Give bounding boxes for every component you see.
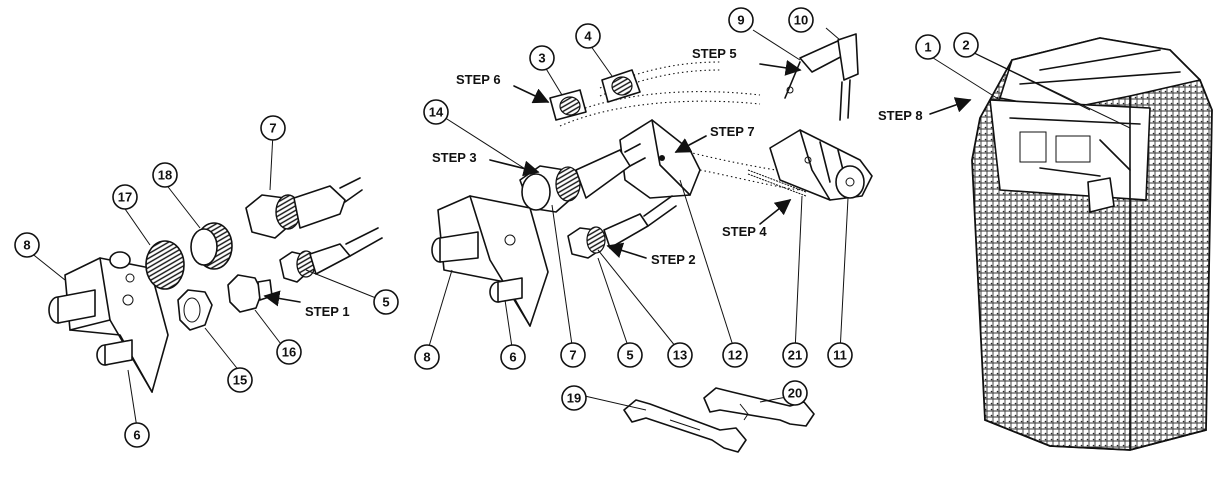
part-16-plug — [227, 274, 273, 313]
svg-text:6: 6 — [133, 428, 140, 443]
step-1-label: STEP 1 — [305, 304, 350, 319]
callouts: 8 17 18 7 5 15 16 6 3 4 14 9 10 8 6 7 5 … — [14, 7, 979, 448]
valve-bracket-center — [431, 195, 549, 327]
part-15-nut — [177, 289, 213, 331]
svg-text:10: 10 — [794, 13, 808, 28]
svg-text:18: 18 — [158, 168, 172, 183]
callout-20: 20 — [782, 380, 808, 406]
step-4-arrow — [759, 199, 792, 225]
svg-text:9: 9 — [737, 13, 744, 28]
step-4-label: STEP 4 — [722, 224, 767, 239]
part-14-fitting — [519, 143, 646, 213]
part-11-filter-drier — [769, 129, 873, 201]
callout-2: 2 — [953, 32, 979, 58]
callout-9: 9 — [728, 7, 754, 33]
step-arrows — [263, 59, 972, 307]
outdoor-unit — [971, 37, 1213, 451]
step-7-arrow — [674, 135, 707, 153]
valve-bracket-left — [48, 251, 169, 393]
callout-18: 18 — [152, 162, 178, 188]
part-5-fitting-left — [279, 227, 383, 283]
step-3-label: STEP 3 — [432, 150, 477, 165]
part-4-coupler — [601, 69, 641, 103]
callout-5-left: 5 — [373, 289, 399, 315]
step-1-arrow — [263, 290, 301, 307]
part-12-manifold — [619, 119, 701, 199]
svg-text:13: 13 — [673, 348, 687, 363]
callout-1: 1 — [915, 34, 941, 60]
svg-text:5: 5 — [626, 348, 633, 363]
callout-13: 13 — [667, 342, 693, 368]
svg-text:8: 8 — [423, 350, 430, 365]
step-labels: STEP 1 STEP 2 STEP 3 STEP 4 STEP 5 STEP … — [305, 46, 923, 319]
callout-21: 21 — [782, 342, 808, 368]
svg-text:8: 8 — [23, 238, 30, 253]
svg-text:21: 21 — [788, 348, 802, 363]
callout-5-center: 5 — [617, 342, 643, 368]
callout-6-center: 6 — [500, 344, 526, 370]
svg-text:12: 12 — [728, 348, 742, 363]
callout-8-left: 8 — [14, 232, 40, 258]
callout-4: 4 — [575, 23, 601, 49]
svg-text:7: 7 — [269, 121, 276, 136]
svg-text:16: 16 — [282, 345, 296, 360]
part-19-wrench — [623, 399, 747, 453]
step-7-label: STEP 7 — [710, 124, 755, 139]
callout-11: 11 — [827, 342, 853, 368]
svg-text:1: 1 — [924, 40, 931, 55]
svg-text:6: 6 — [509, 350, 516, 365]
svg-text:19: 19 — [567, 391, 581, 406]
step-8-label: STEP 8 — [878, 108, 923, 123]
svg-text:4: 4 — [584, 29, 592, 44]
step-3-arrow — [489, 159, 540, 177]
callout-16: 16 — [276, 339, 302, 365]
step-6-arrow — [513, 85, 550, 104]
part-20-wrench — [703, 387, 815, 427]
part-9-10-probe — [784, 33, 859, 121]
svg-text:11: 11 — [833, 348, 847, 363]
svg-text:5: 5 — [382, 295, 389, 310]
part-21-wire — [747, 169, 807, 197]
step-8-arrow — [929, 97, 972, 115]
callout-10: 10 — [788, 7, 814, 33]
svg-text:2: 2 — [962, 38, 969, 53]
step-2-arrow — [606, 242, 647, 259]
callout-3: 3 — [529, 45, 555, 71]
step-2-label: STEP 2 — [651, 252, 696, 267]
callout-7-center: 7 — [560, 342, 586, 368]
svg-text:17: 17 — [118, 190, 132, 205]
part-18-sleeve — [190, 222, 233, 270]
callout-6-left: 6 — [124, 422, 150, 448]
left-assembly — [48, 177, 383, 393]
svg-text:14: 14 — [429, 105, 444, 120]
callout-7-left: 7 — [260, 115, 286, 141]
center-assembly — [431, 33, 873, 453]
callout-15: 15 — [227, 367, 253, 393]
svg-text:20: 20 — [788, 386, 802, 401]
part-13-fitting — [567, 195, 677, 259]
svg-text:7: 7 — [569, 348, 576, 363]
svg-text:3: 3 — [538, 51, 545, 66]
part-17-spring — [145, 240, 185, 290]
svg-text:15: 15 — [233, 373, 247, 388]
step-5-arrow — [759, 59, 802, 76]
callout-12: 12 — [722, 342, 748, 368]
callout-17: 17 — [112, 184, 138, 210]
step-5-label: STEP 5 — [692, 46, 737, 61]
part-3-coupler — [549, 89, 587, 121]
callout-8-center: 8 — [414, 344, 440, 370]
callout-19: 19 — [561, 385, 587, 411]
callout-14: 14 — [423, 99, 449, 125]
part-7-fitting-left — [245, 177, 363, 239]
step-6-label: STEP 6 — [456, 72, 501, 87]
